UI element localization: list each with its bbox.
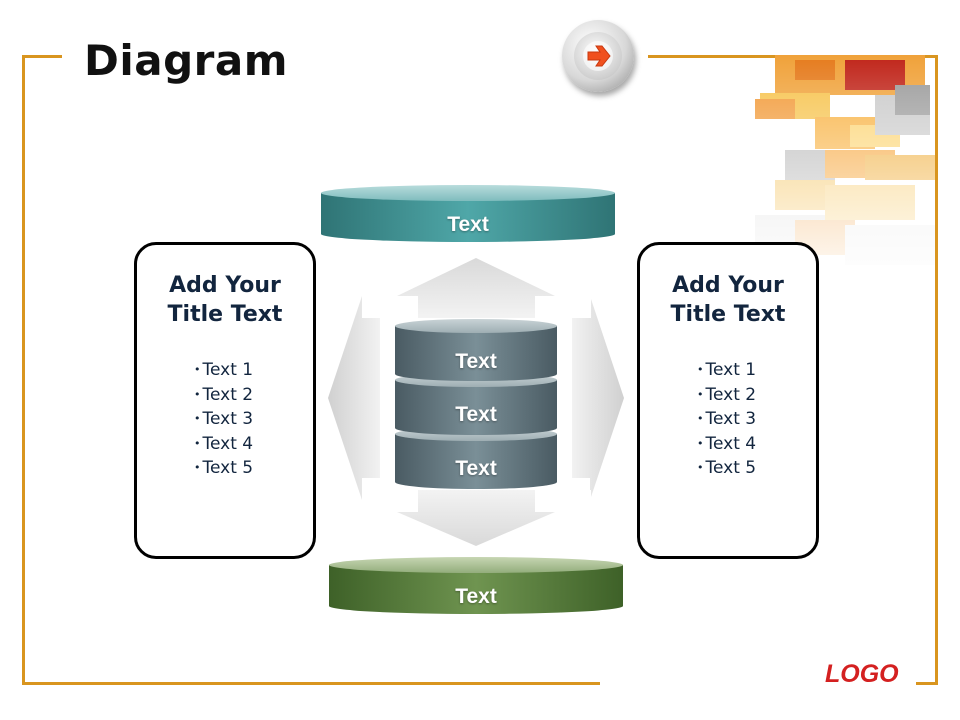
right-arrow — [572, 296, 624, 500]
left-arrow — [328, 296, 380, 500]
logo: LOGO — [825, 660, 899, 688]
stack-layer-1-label: Text — [455, 350, 497, 373]
bottom-disk-label: Text — [455, 585, 497, 608]
list-item: Text 3 — [697, 408, 757, 433]
right-box-title: Add Your Title Text — [670, 273, 786, 327]
list-item: Text 1 — [697, 359, 757, 384]
frame-top-left — [22, 55, 62, 58]
page-title: Diagram — [84, 36, 288, 85]
frame-left — [22, 55, 25, 685]
stack-layer-2-label: Text — [455, 403, 497, 426]
list-item: Text 4 — [194, 433, 254, 458]
decorative-blocks — [755, 55, 935, 290]
right-text-box: Add Your Title Text Text 1 Text 2 Text 3… — [637, 242, 819, 559]
list-item: Text 1 — [194, 359, 254, 384]
up-arrow — [397, 258, 555, 318]
center-stack: Text Text Text — [394, 318, 558, 490]
top-disk: Text — [320, 184, 616, 244]
right-arrow-icon — [583, 41, 613, 71]
left-box-list: Text 1 Text 2 Text 3 Text 4 Text 5 — [194, 359, 254, 482]
list-item: Text 5 — [697, 457, 757, 482]
frame-right — [935, 55, 938, 685]
frame-bottom-right — [916, 682, 938, 685]
bottom-disk: Text — [328, 556, 624, 616]
down-arrow — [397, 490, 555, 546]
list-item: Text 5 — [194, 457, 254, 482]
left-box-title: Add Your Title Text — [167, 273, 283, 327]
stack-layer-3-label: Text — [455, 457, 497, 480]
frame-bottom-left — [22, 682, 600, 685]
list-item: Text 3 — [194, 408, 254, 433]
list-item: Text 4 — [697, 433, 757, 458]
left-text-box: Add Your Title Text Text 1 Text 2 Text 3… — [134, 242, 316, 559]
list-item: Text 2 — [194, 384, 254, 409]
next-slide-button[interactable] — [562, 20, 634, 92]
list-item: Text 2 — [697, 384, 757, 409]
top-disk-label: Text — [447, 213, 489, 236]
right-box-list: Text 1 Text 2 Text 3 Text 4 Text 5 — [697, 359, 757, 482]
